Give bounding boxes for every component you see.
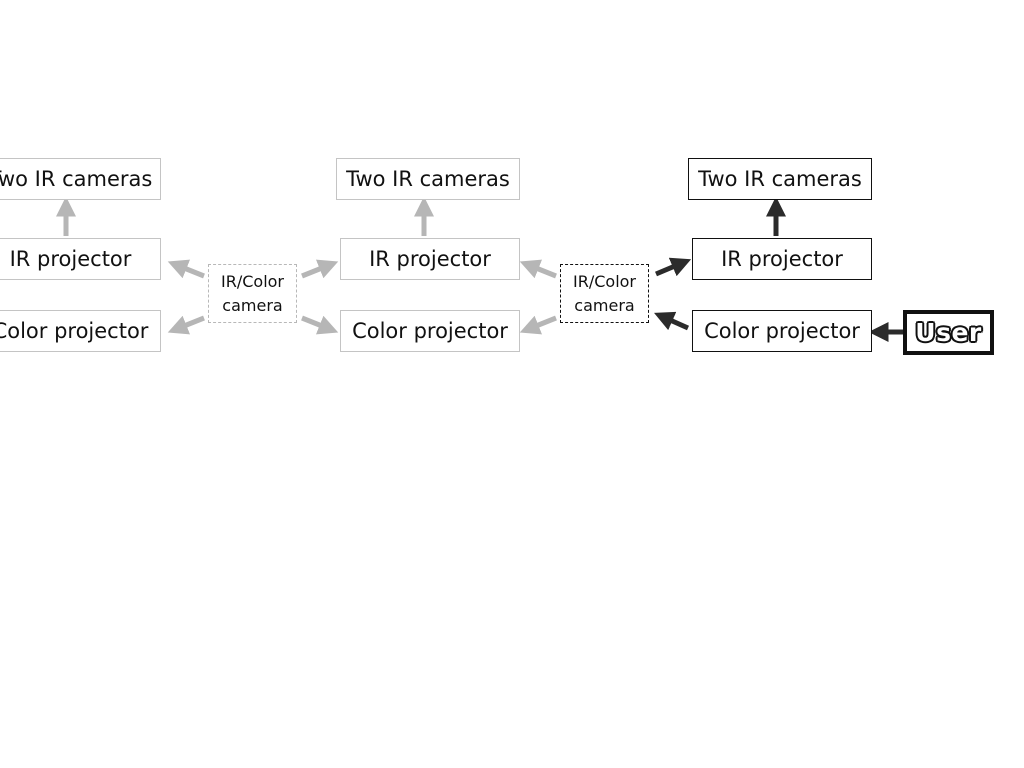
camera2-line1: IR/Color [573,271,636,291]
stage3-color-projector-box: Color projector [692,310,872,352]
stage2-color-projector-box: Color projector [340,310,520,352]
stage1-color-projector-label: Color projector [0,319,149,343]
stage3-ir-projector-label: IR projector [721,247,843,271]
stage3-two-ir-cameras-label: Two IR cameras [698,167,862,191]
stage2-color-projector-label: Color projector [352,319,508,343]
arrow-camera1-to-stage1-colorproj [167,315,205,335]
stage1-ir-projector-box: IR projector [0,238,161,280]
stage2-ir-projector-box: IR projector [340,238,520,280]
user-label: User [915,318,982,347]
camera2-line2: camera [574,295,635,315]
arrow-camera1-to-stage1-irproj [167,259,205,279]
arrow-stage3-colorproj-to-camera2 [654,311,690,331]
camera1-box: IR/Color camera [208,264,297,323]
stage1-two-ir-cameras-label: Two IR cameras [0,167,153,191]
arrow-camera2-to-stage3-irproj [655,257,692,277]
camera1-line2: camera [222,295,283,315]
stage1-ir-projector-label: IR projector [9,247,132,271]
user-box: User [903,310,994,355]
stage3-ir-projector-box: IR projector [692,238,872,280]
arrow-camera2-to-stage2-colorproj [519,315,557,335]
camera2-box: IR/Color camera [560,264,649,323]
stage2-two-ir-cameras-label: Two IR cameras [346,167,510,191]
stage1-color-projector-box: Color projector [0,310,161,352]
stage1-two-ir-cameras-box: Two IR cameras [0,158,161,200]
stage2-ir-projector-label: IR projector [369,247,491,271]
stage3-two-ir-cameras-box: Two IR cameras [688,158,872,200]
camera1-line1: IR/Color [221,271,284,291]
stage2-two-ir-cameras-box: Two IR cameras [336,158,520,200]
arrow-camera2-to-stage2-irproj [519,259,557,279]
arrow-camera1-to-stage2-colorproj [301,315,339,335]
stage3-color-projector-label: Color projector [704,319,860,343]
arrow-camera1-to-stage2-irproj [301,259,339,279]
